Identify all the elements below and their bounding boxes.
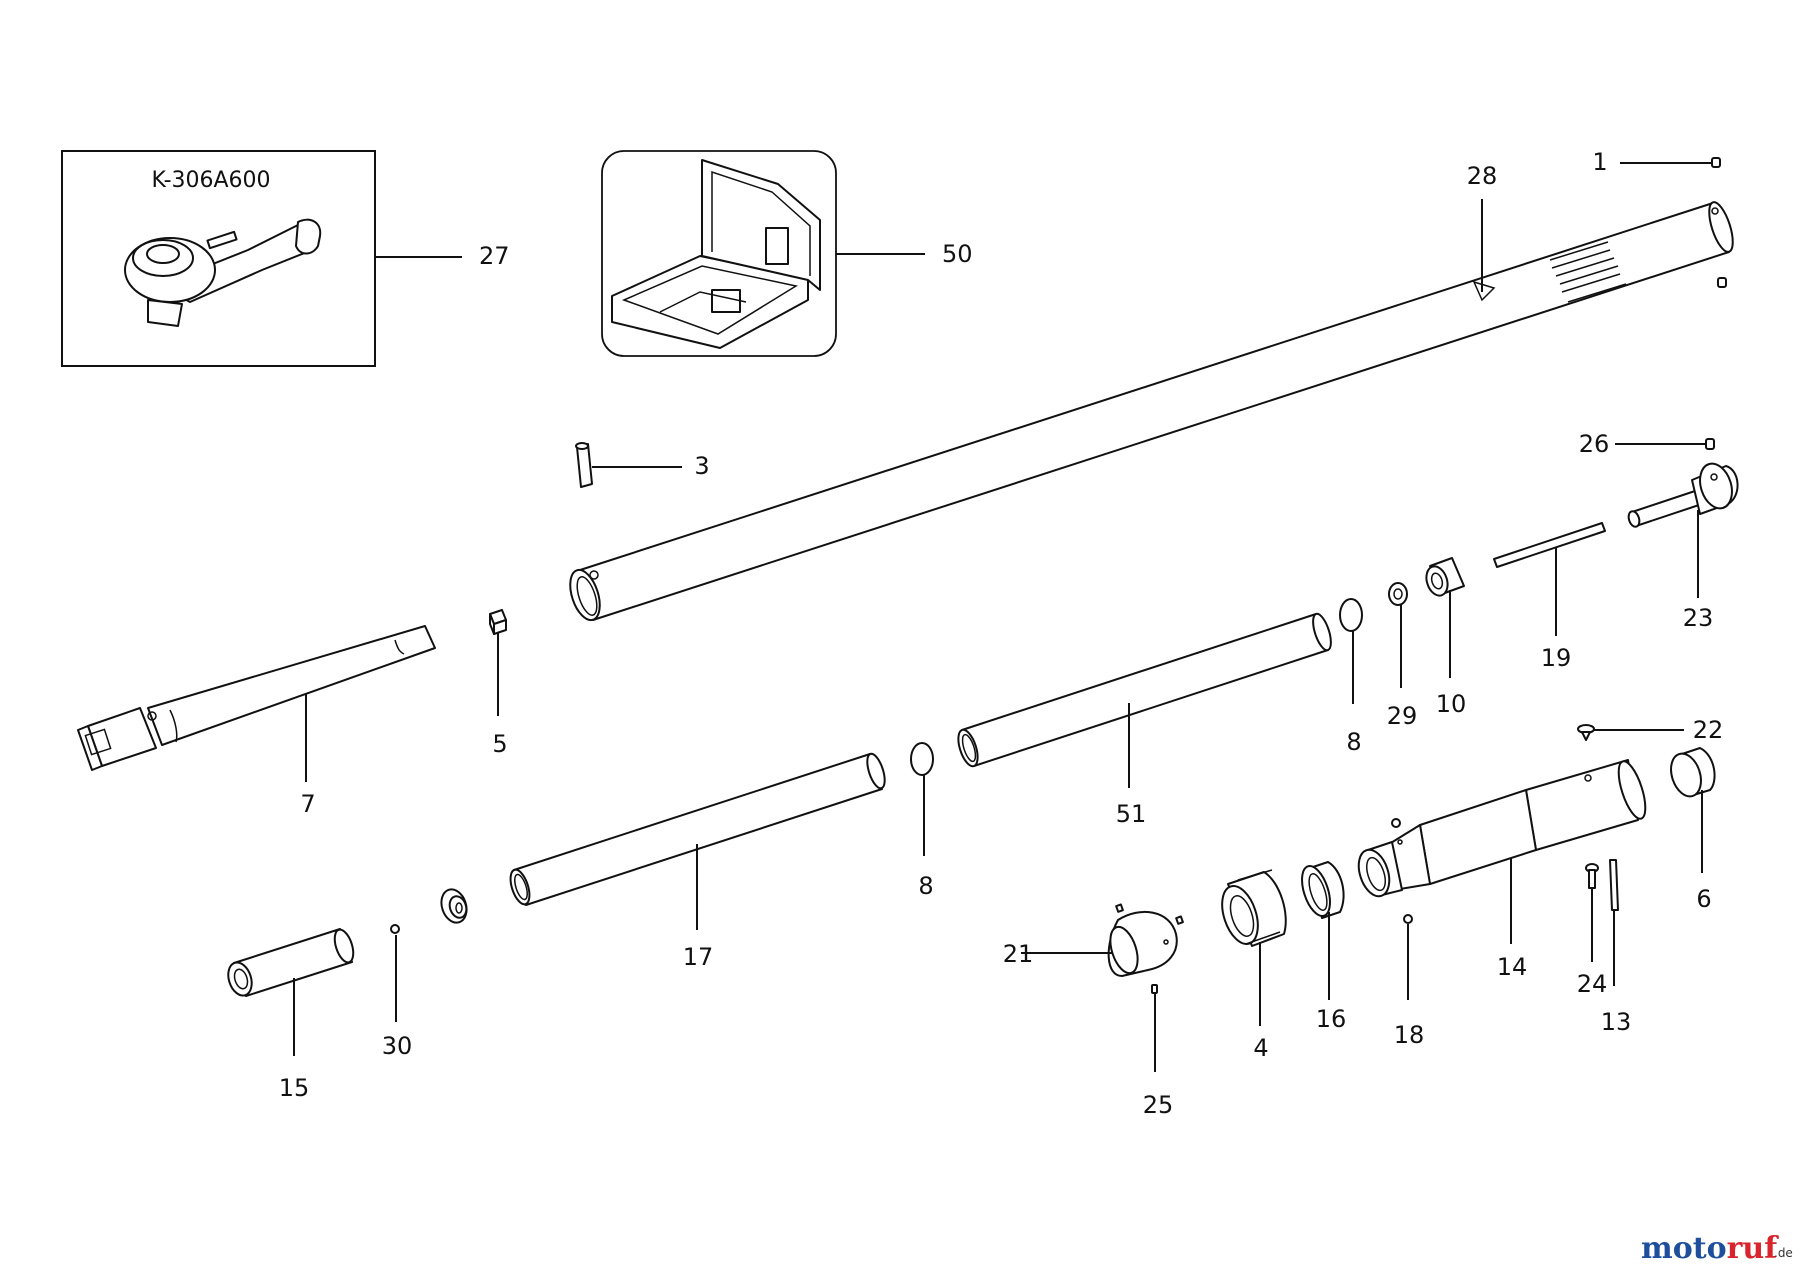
callout-26: 26 <box>1579 430 1610 458</box>
callout-15: 15 <box>279 1074 310 1102</box>
callout-50: 50 <box>942 240 973 268</box>
pin-13 <box>1609 859 1619 911</box>
callout-7: 7 <box>300 790 315 818</box>
main-outer-tube <box>569 201 1734 622</box>
square-drive-arm-7 <box>77 625 436 771</box>
cylinder-body-14 <box>1357 759 1647 898</box>
set-screw-1 <box>1711 157 1721 168</box>
callout-18: 18 <box>1394 1021 1425 1049</box>
end-cap-6 <box>1670 747 1716 798</box>
callout-24: 24 <box>1577 970 1608 998</box>
callout-51: 51 <box>1116 800 1147 828</box>
callout-30: 30 <box>382 1032 413 1060</box>
callout-3: 3 <box>694 452 709 480</box>
motoruf-logo: motoruf .de <box>1641 1231 1793 1266</box>
callout-10: 10 <box>1436 690 1467 718</box>
callout-19: 19 <box>1541 644 1572 672</box>
callout-16: 16 <box>1316 1005 1347 1033</box>
callout-25: 25 <box>1143 1091 1174 1119</box>
callout-6: 6 <box>1696 885 1711 913</box>
pin-3 <box>576 443 593 488</box>
ball-30 <box>390 924 400 934</box>
callout-8a: 8 <box>1346 728 1361 756</box>
watermark-brand: motoruf <box>1641 1231 1779 1266</box>
cone-sleeve-21 <box>1107 903 1184 977</box>
ball-18 <box>1403 914 1413 924</box>
inset-ratchet-head: K-306A600 <box>61 150 376 367</box>
rod-19 <box>1493 522 1606 568</box>
socket-sleeve-15 <box>227 928 355 997</box>
screw-25 <box>1151 984 1158 994</box>
callout-8b: 8 <box>918 872 933 900</box>
end-cap-23 <box>1627 462 1739 528</box>
callout-4: 4 <box>1253 1034 1268 1062</box>
scale-markings <box>1549 241 1627 303</box>
callout-1: 1 <box>1592 148 1607 176</box>
set-screw-1b <box>1717 277 1727 288</box>
pin-24 <box>1585 863 1599 889</box>
callout-23: 23 <box>1683 604 1714 632</box>
screw-22 <box>1577 724 1595 741</box>
tube-17 <box>509 752 886 906</box>
washer-29 <box>1388 582 1408 606</box>
watermark-suffix: .de <box>1774 1246 1793 1260</box>
ratchet-head-drawing <box>124 218 322 327</box>
callout-14: 14 <box>1497 953 1528 981</box>
ring-4 <box>1221 869 1287 947</box>
callout-27: 27 <box>479 242 510 270</box>
callout-21: 21 <box>1003 940 1034 968</box>
cube-5 <box>489 609 507 635</box>
carrying-case <box>601 150 837 357</box>
callout-22: 22 <box>1693 716 1724 744</box>
tube-51 <box>957 612 1332 768</box>
callout-29: 29 <box>1387 702 1418 730</box>
screw-26 <box>1705 438 1715 450</box>
disc-8-upper <box>1339 598 1363 632</box>
disc-8-lower <box>910 742 934 776</box>
callout-17: 17 <box>683 943 714 971</box>
arrow-label-28 <box>1472 280 1496 302</box>
callout-28: 28 <box>1467 162 1498 190</box>
callout-13: 13 <box>1601 1008 1632 1036</box>
callout-5: 5 <box>492 730 507 758</box>
inset-model-label: K-306A600 <box>151 168 270 193</box>
plug <box>440 888 468 924</box>
ring-16 <box>1301 861 1345 919</box>
bushing-10 <box>1425 557 1465 597</box>
